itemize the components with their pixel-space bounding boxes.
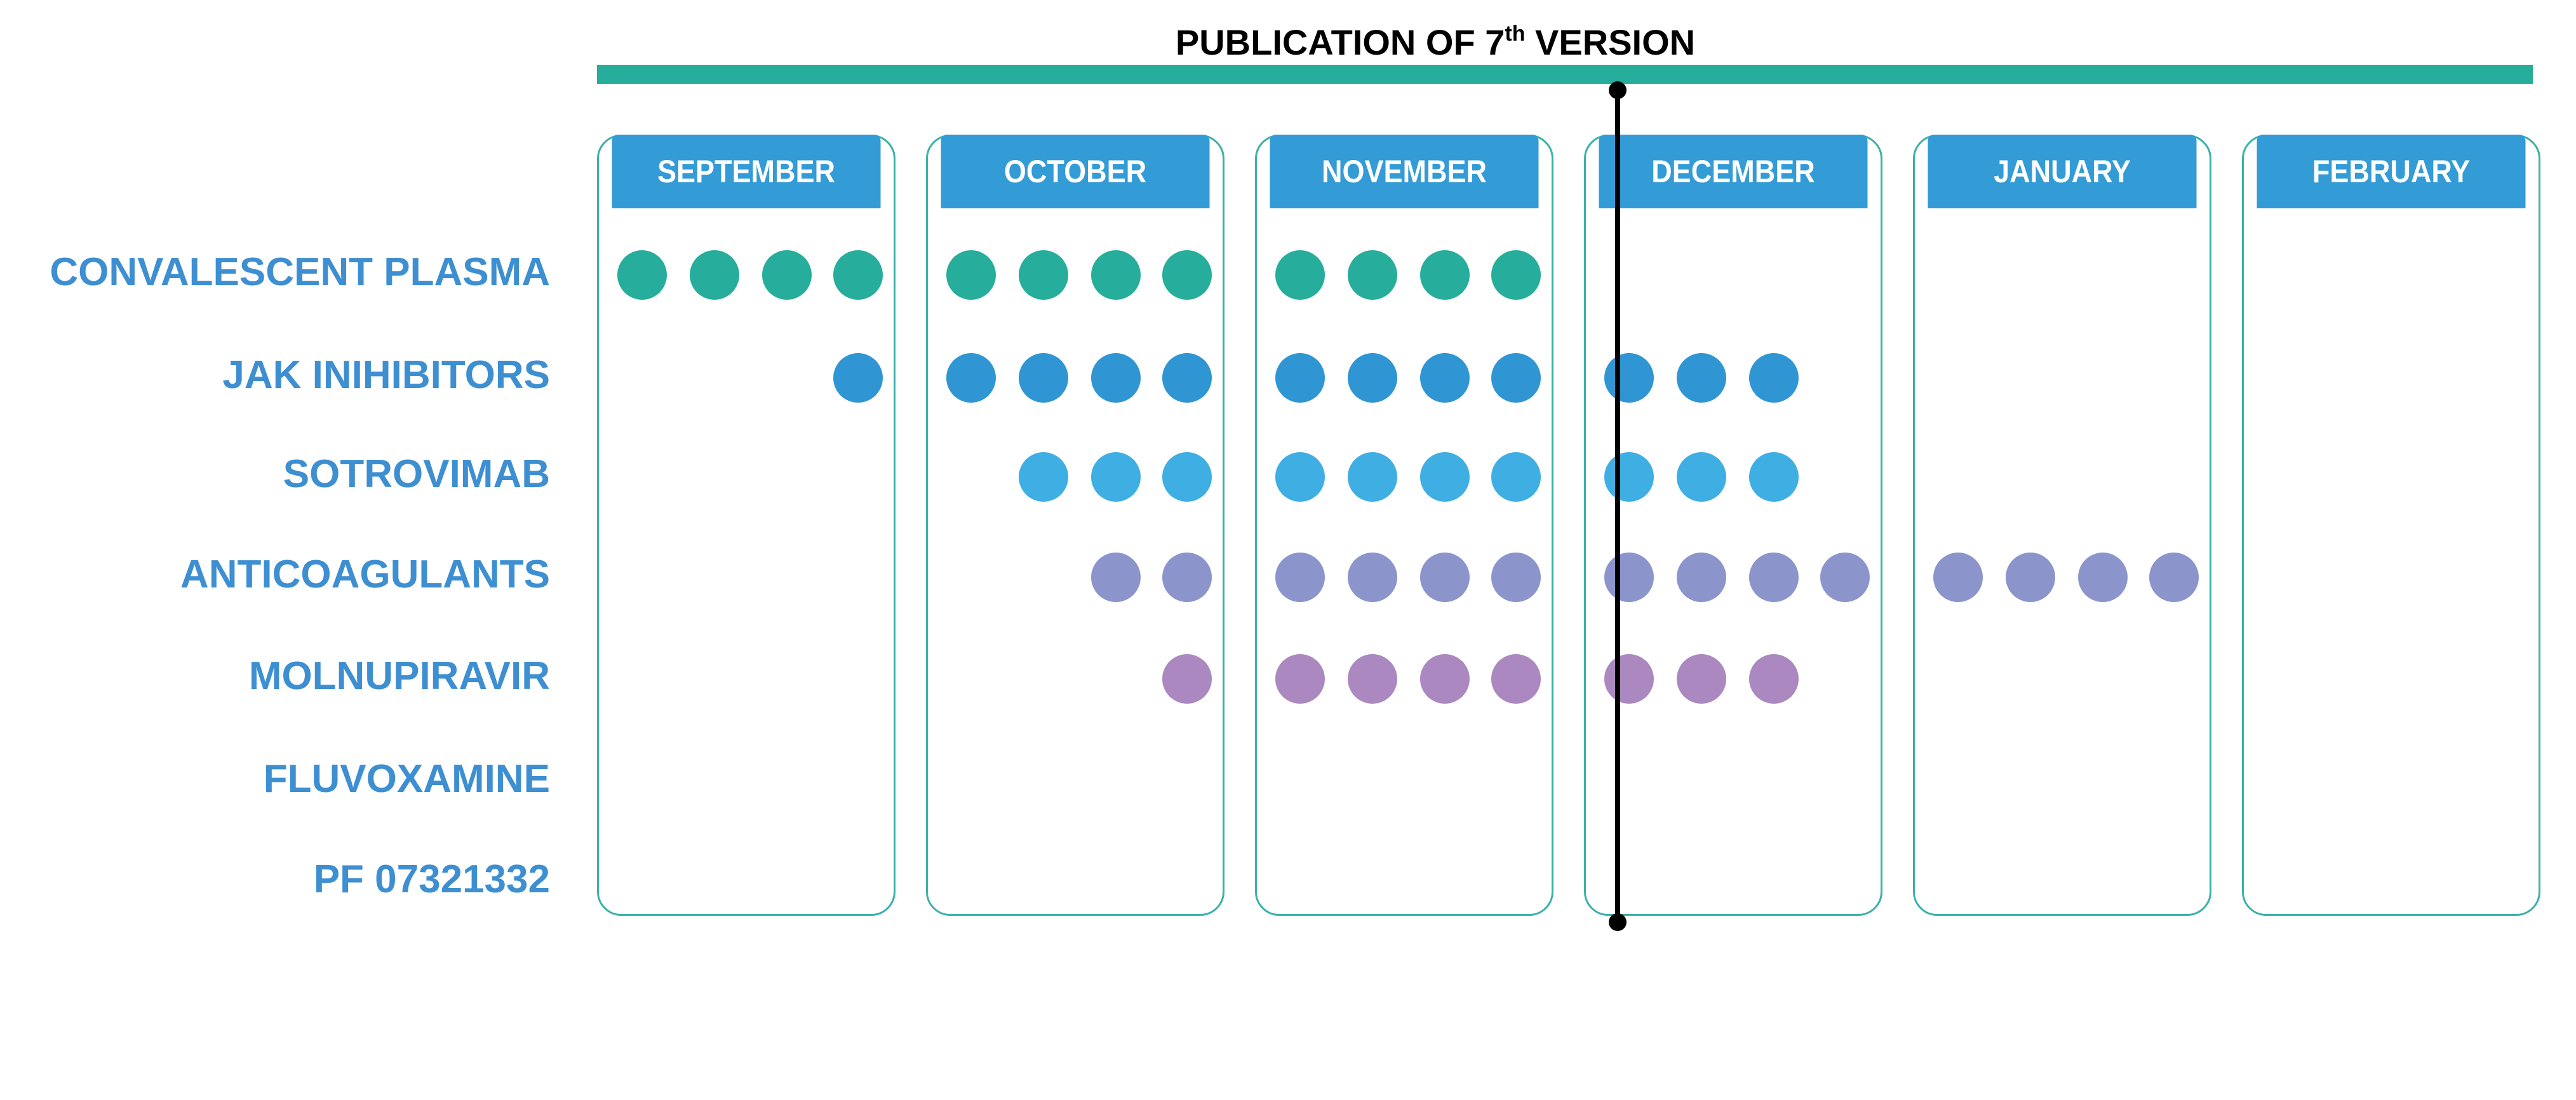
dot-jak-inihibitors-december-w2 bbox=[1677, 353, 1726, 403]
dot-jak-inihibitors-november-w3 bbox=[1420, 353, 1470, 403]
dot-jak-inihibitors-october-w4 bbox=[1162, 353, 1212, 403]
dot-sotrovimab-december-w3 bbox=[1749, 452, 1799, 502]
month-column-december bbox=[1584, 135, 1882, 916]
dot-molnupiravir-november-w2 bbox=[1348, 654, 1397, 704]
dot-convalescent-plasma-september-w3 bbox=[762, 250, 812, 300]
dot-anticoagulants-october-w3 bbox=[1091, 553, 1141, 602]
publication-title-sup: th bbox=[1505, 22, 1526, 46]
dot-anticoagulants-november-w3 bbox=[1420, 553, 1470, 602]
dot-convalescent-plasma-october-w4 bbox=[1162, 250, 1212, 300]
dot-convalescent-plasma-november-w1 bbox=[1275, 250, 1325, 300]
publication-bar bbox=[597, 65, 2533, 84]
dot-anticoagulants-january-w4 bbox=[2149, 553, 2199, 602]
dot-jak-inihibitors-november-w1 bbox=[1275, 353, 1325, 403]
dot-jak-inihibitors-december-w3 bbox=[1749, 353, 1799, 403]
dot-sotrovimab-november-w1 bbox=[1275, 452, 1325, 502]
dot-anticoagulants-december-w1 bbox=[1604, 553, 1654, 602]
dot-jak-inihibitors-october-w1 bbox=[946, 353, 996, 403]
month-header-october: OCTOBER bbox=[941, 135, 1210, 208]
dot-anticoagulants-january-w2 bbox=[2006, 553, 2055, 602]
publication-title-prefix: PUBLICATION OF 7 bbox=[1175, 22, 1505, 62]
dot-jak-inihibitors-november-w2 bbox=[1348, 353, 1397, 403]
dot-convalescent-plasma-september-w4 bbox=[833, 250, 883, 300]
dot-convalescent-plasma-november-w2 bbox=[1348, 250, 1397, 300]
dot-anticoagulants-december-w3 bbox=[1749, 553, 1799, 602]
row-label-pf-07321332: PF 07321332 bbox=[313, 857, 550, 901]
month-header-january: JANUARY bbox=[1928, 135, 2197, 208]
row-label-jak-inihibitors: JAK INIHIBITORS bbox=[222, 353, 550, 397]
dot-sotrovimab-november-w3 bbox=[1420, 452, 1470, 502]
row-label-fluvoxamine: FLUVOXAMINE bbox=[263, 757, 550, 801]
dot-anticoagulants-december-w4 bbox=[1820, 553, 1870, 602]
month-header-december: DECEMBER bbox=[1599, 135, 1868, 208]
dot-sotrovimab-october-w2 bbox=[1019, 452, 1068, 502]
dot-molnupiravir-december-w3 bbox=[1749, 654, 1799, 704]
dot-jak-inihibitors-october-w2 bbox=[1019, 353, 1068, 403]
publication-marker-bottom-cap bbox=[1609, 913, 1627, 931]
dot-molnupiravir-november-w1 bbox=[1275, 654, 1325, 704]
publication-marker-line bbox=[1615, 89, 1620, 922]
row-label-molnupiravir: MOLNUPIRAVIR bbox=[248, 654, 550, 698]
dot-convalescent-plasma-october-w3 bbox=[1091, 250, 1141, 300]
dot-convalescent-plasma-november-w3 bbox=[1420, 250, 1470, 300]
dot-sotrovimab-october-w3 bbox=[1091, 452, 1141, 502]
month-column-january bbox=[1913, 135, 2211, 916]
dot-anticoagulants-november-w4 bbox=[1491, 553, 1541, 602]
dot-molnupiravir-december-w2 bbox=[1677, 654, 1726, 704]
publication-title-suffix: VERSION bbox=[1525, 22, 1696, 62]
dot-convalescent-plasma-november-w4 bbox=[1491, 250, 1541, 300]
dot-sotrovimab-december-w1 bbox=[1604, 452, 1654, 502]
dot-convalescent-plasma-september-w2 bbox=[690, 250, 739, 300]
publication-marker-top-cap bbox=[1609, 81, 1627, 99]
dot-convalescent-plasma-september-w1 bbox=[617, 250, 667, 300]
row-label-anticoagulants: ANTICOAGULANTS bbox=[180, 553, 550, 596]
dot-anticoagulants-december-w2 bbox=[1677, 553, 1726, 602]
publication-title: PUBLICATION OF 7th VERSION bbox=[597, 11, 2274, 65]
dot-sotrovimab-november-w4 bbox=[1491, 452, 1541, 502]
dot-molnupiravir-november-w4 bbox=[1491, 654, 1541, 704]
dot-anticoagulants-november-w1 bbox=[1275, 553, 1325, 602]
dot-molnupiravir-october-w4 bbox=[1162, 654, 1212, 704]
dot-sotrovimab-december-w2 bbox=[1677, 452, 1726, 502]
row-label-convalescent-plasma: CONVALESCENT PLASMA bbox=[50, 250, 550, 294]
row-label-sotrovimab: SOTROVIMAB bbox=[283, 452, 550, 496]
month-header-february: FEBRUARY bbox=[2257, 135, 2526, 208]
month-header-september: SEPTEMBER bbox=[612, 135, 881, 208]
dot-jak-inihibitors-october-w3 bbox=[1091, 353, 1141, 403]
dot-anticoagulants-january-w3 bbox=[2078, 553, 2128, 602]
dot-jak-inihibitors-september-w4 bbox=[833, 353, 883, 403]
dot-anticoagulants-november-w2 bbox=[1348, 553, 1397, 602]
dot-anticoagulants-january-w1 bbox=[1933, 553, 1983, 602]
dot-sotrovimab-october-w4 bbox=[1162, 452, 1212, 502]
month-column-february bbox=[2242, 135, 2540, 916]
dot-molnupiravir-december-w1 bbox=[1604, 654, 1654, 704]
dot-jak-inihibitors-november-w4 bbox=[1491, 353, 1541, 403]
dot-jak-inihibitors-december-w1 bbox=[1604, 353, 1654, 403]
dot-sotrovimab-november-w2 bbox=[1348, 452, 1397, 502]
dot-molnupiravir-november-w3 bbox=[1420, 654, 1470, 704]
month-header-november: NOVEMBER bbox=[1270, 135, 1539, 208]
dot-anticoagulants-october-w4 bbox=[1162, 553, 1212, 602]
dot-convalescent-plasma-october-w1 bbox=[946, 250, 996, 300]
dot-convalescent-plasma-october-w2 bbox=[1019, 250, 1068, 300]
